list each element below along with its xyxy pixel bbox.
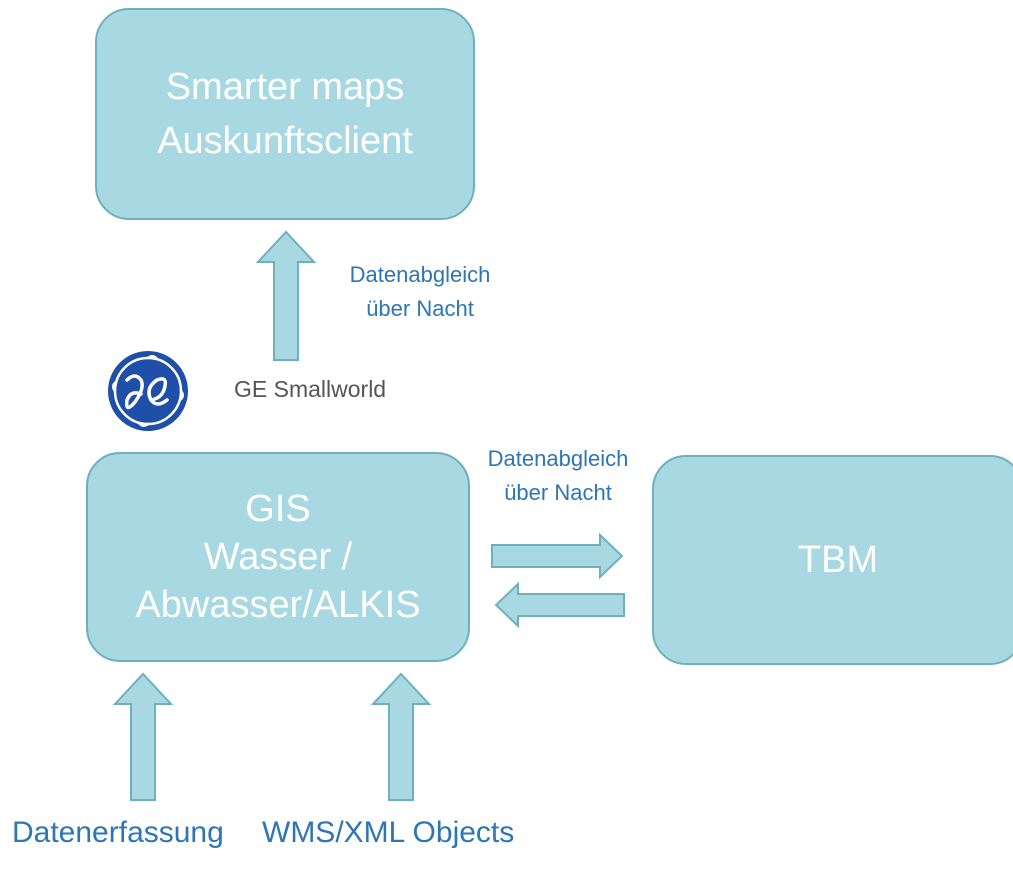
smarter-maps-node: Smarter maps Auskunftsclient (95, 8, 475, 220)
tbm-title: TBM (797, 538, 879, 581)
gis-subtitle-abwasser: Abwasser/ALKIS (135, 584, 421, 626)
gis-subtitle-wasser: Wasser / (203, 536, 353, 578)
auskunftsclient-title: Auskunftsclient (157, 120, 413, 162)
ge-smallworld-text: GE Smallworld (234, 376, 387, 402)
arrow-up-gis-to-smarter (255, 230, 317, 361)
datenerfassung-label: Datenerfassung (12, 816, 224, 849)
wms-xml-objects-label: WMS/XML Objects (262, 816, 515, 849)
gis-node: GIS Wasser / Abwasser/ALKIS (86, 452, 470, 662)
sync-label-mid-line2: über Nacht (504, 480, 612, 505)
sync-label-top-line1: Datenabgleich (349, 262, 491, 287)
sync-label-mid-line1: Datenabgleich (487, 446, 629, 471)
sync-label-gis-tbm: Datenabgleich über Nacht (448, 442, 668, 510)
arrow-right-gis-to-tbm (491, 532, 624, 580)
gis-title: GIS (245, 488, 311, 530)
ge-logo-icon (108, 351, 188, 431)
tbm-node: TBM (652, 455, 1013, 665)
arrow-up-wms (370, 672, 432, 801)
arrow-left-tbm-to-gis (494, 581, 625, 629)
sync-label-top-line2: über Nacht (366, 296, 474, 321)
sync-label-top: Datenabgleich über Nacht (300, 258, 540, 326)
arrow-up-datenerfassung (112, 672, 174, 801)
smarter-maps-title: Smarter maps (165, 66, 405, 108)
